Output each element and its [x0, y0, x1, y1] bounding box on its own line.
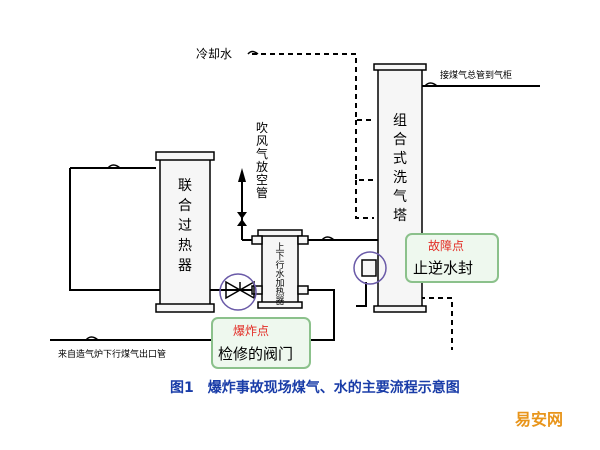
explosion-point-highlight	[219, 273, 257, 311]
vent-pipe-label: 吹风气放空管	[256, 121, 268, 200]
explosion-callout-title: 爆炸点	[233, 324, 269, 338]
generator-inlet-line	[50, 289, 335, 341]
scrubber-bottom-outlet	[356, 282, 453, 350]
fault-callout-text: 止逆水封	[413, 259, 473, 277]
superheater-vessel	[155, 151, 215, 313]
superheater-inlet-line	[69, 164, 160, 291]
cooling-water-label: 冷却水	[196, 47, 232, 61]
valve-icon	[225, 280, 255, 300]
gas-main-label: 接煤气总管到气柜	[440, 69, 512, 81]
scrubber-label: 组合式洗气塔	[393, 113, 407, 224]
fault-point-highlight	[353, 251, 387, 285]
brand-logo: 易安网	[515, 410, 563, 429]
heater-to-scrubber-line	[302, 236, 378, 241]
superheater-label: 联合过热器	[178, 178, 192, 274]
fault-callout: 故障点 止逆水封	[405, 233, 499, 283]
explosion-callout: 爆炸点 检修的阀门	[211, 317, 311, 369]
fault-callout-title: 故障点	[428, 238, 464, 253]
heater-vessel	[251, 229, 309, 309]
cooling-water-line	[247, 50, 374, 219]
gas-main-line	[420, 82, 540, 87]
explosion-callout-text: 检修的阀门	[218, 345, 293, 363]
vent-pipe	[237, 168, 258, 241]
figure-caption: 图1 爆炸事故现场煤气、水的主要流程示意图	[170, 379, 460, 396]
inlet-label: 来自造气炉下行煤气出口管	[58, 348, 166, 360]
heater-label: 上下行水加热器	[275, 242, 284, 307]
